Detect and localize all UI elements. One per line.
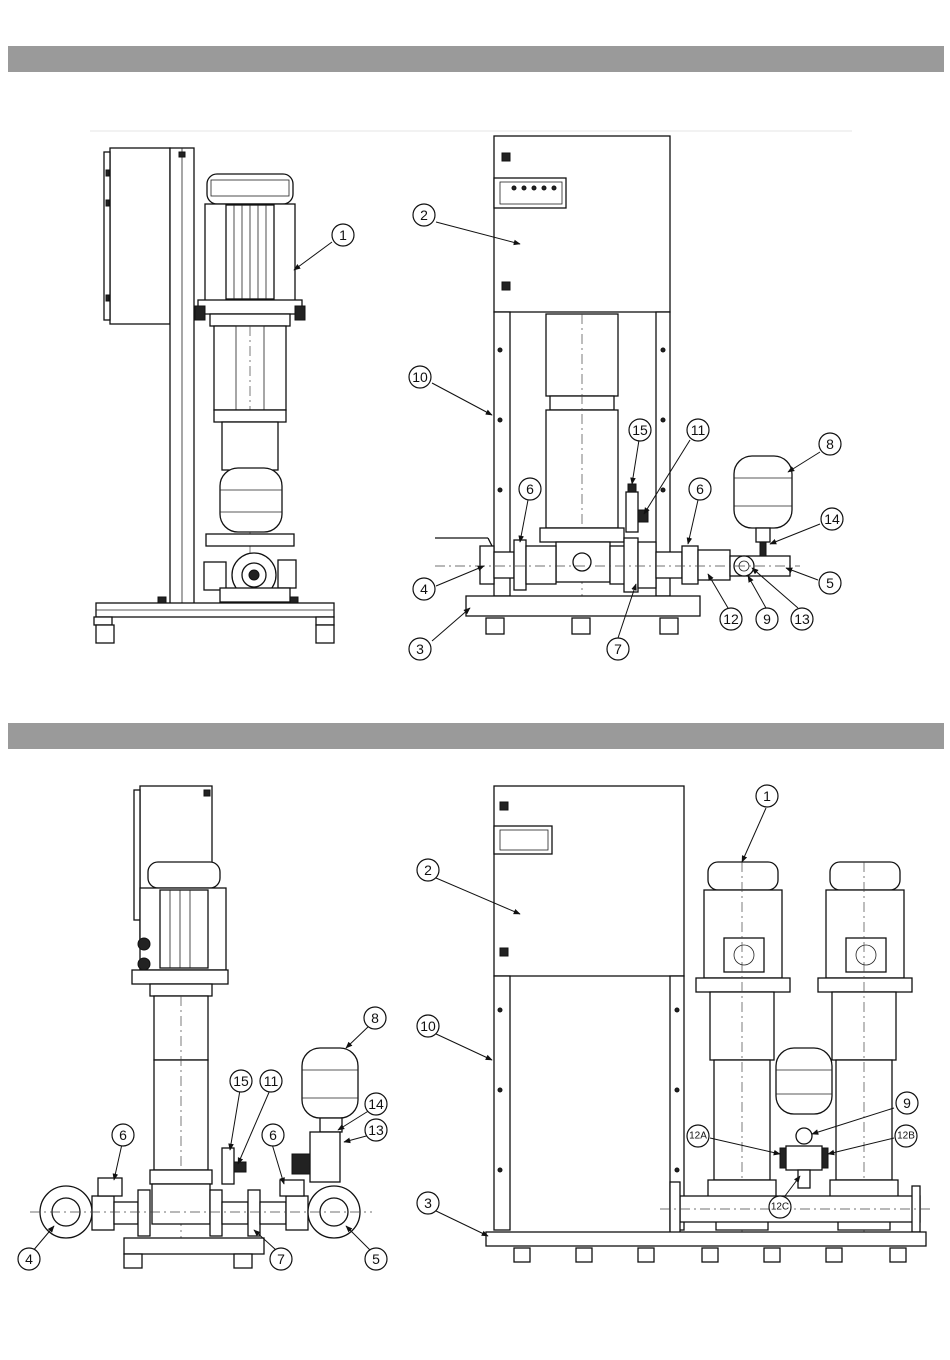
svg-text:9: 9 [763,611,771,627]
callout-tr-6a: 6 [519,478,541,500]
callout-tr-15: 15 [629,419,651,441]
svg-text:11: 11 [264,1073,279,1089]
front-view-twin-pump [486,786,930,1262]
svg-text:2: 2 [420,207,428,223]
callout-bl-8: 8 [364,1007,386,1029]
callout-tr-9: 9 [756,608,778,630]
svg-text:12: 12 [723,611,739,627]
svg-text:10: 10 [420,1018,436,1034]
svg-text:6: 6 [269,1127,277,1143]
svg-text:6: 6 [526,481,534,497]
svg-text:10: 10 [412,369,428,385]
front-view-single-pump [435,136,800,634]
callout-tr-14: 14 [821,508,843,530]
svg-text:3: 3 [416,641,424,657]
callout-br-3: 3 [417,1192,439,1214]
svg-text:11: 11 [691,422,706,438]
svg-text:12A: 12A [689,1131,707,1142]
svg-text:5: 5 [826,575,834,591]
callout-tr-8: 8 [819,433,841,455]
callout-bl-13: 13 [365,1119,387,1141]
callout-tr-5: 5 [819,572,841,594]
svg-text:2: 2 [424,862,432,878]
svg-text:4: 4 [420,581,428,597]
side-view-twin-pump [30,786,372,1268]
callout-tr-3: 3 [409,638,431,660]
callout-bl-4: 4 [18,1248,40,1270]
callout-br-12b: 12B [895,1125,917,1147]
svg-text:9: 9 [903,1095,911,1111]
svg-text:13: 13 [368,1122,384,1138]
svg-text:12B: 12B [897,1131,915,1142]
svg-text:5: 5 [372,1251,380,1267]
callout-br-12c: 12C [769,1196,791,1218]
svg-text:8: 8 [826,436,834,452]
svg-text:3: 3 [424,1195,432,1211]
side-view-single-pump [94,148,334,643]
callout-tr-4: 4 [413,578,435,600]
callout-bl-11: 11 [260,1070,282,1092]
svg-text:6: 6 [696,481,704,497]
callout-tr-11: 11 [687,419,709,441]
svg-text:7: 7 [277,1251,285,1267]
callout-br-2: 2 [417,859,439,881]
svg-text:7: 7 [614,641,622,657]
callout-tl-1: 1 [332,224,354,246]
callout-tr-12: 12 [720,608,742,630]
svg-text:15: 15 [233,1073,249,1089]
callout-tr-7: 7 [607,638,629,660]
svg-text:14: 14 [824,511,840,527]
svg-text:14: 14 [368,1096,384,1112]
callout-bl-7: 7 [270,1248,292,1270]
svg-text:13: 13 [794,611,810,627]
svg-text:6: 6 [119,1127,127,1143]
callout-tr-2: 2 [413,204,435,226]
svg-text:15: 15 [632,422,648,438]
callout-bl-14: 14 [365,1093,387,1115]
svg-text:8: 8 [371,1010,379,1026]
callout-tr-13: 13 [791,608,813,630]
svg-text:12C: 12C [771,1202,789,1213]
callout-bl-15: 15 [230,1070,252,1092]
callout-br-12a: 12A [687,1125,709,1147]
callout-bl-6b: 6 [262,1124,284,1146]
svg-text:1: 1 [763,788,771,804]
callout-tr-10: 10 [409,366,431,388]
callout-bl-5: 5 [365,1248,387,1270]
callout-br-1: 1 [756,785,778,807]
callout-br-10: 10 [417,1015,439,1037]
svg-text:1: 1 [339,227,347,243]
svg-text:4: 4 [25,1251,33,1267]
callout-bl-6a: 6 [112,1124,134,1146]
callout-br-9: 9 [896,1092,918,1114]
callout-tr-6b: 6 [689,478,711,500]
